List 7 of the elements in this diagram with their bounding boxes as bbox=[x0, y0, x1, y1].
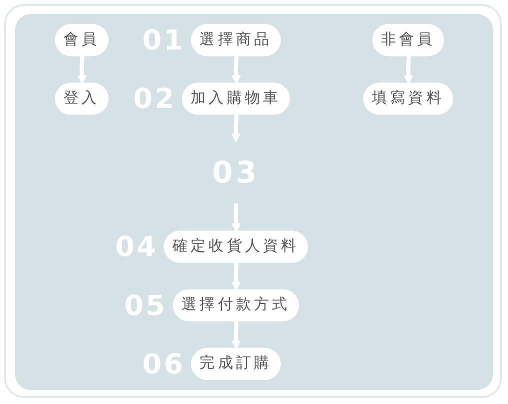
arrow bbox=[231, 114, 241, 142]
arrow bbox=[231, 321, 241, 350]
arrow bbox=[231, 56, 241, 84]
arrow bbox=[231, 262, 241, 291]
arrow bbox=[77, 56, 87, 84]
arrow bbox=[404, 56, 414, 84]
arrow bbox=[231, 204, 241, 232]
